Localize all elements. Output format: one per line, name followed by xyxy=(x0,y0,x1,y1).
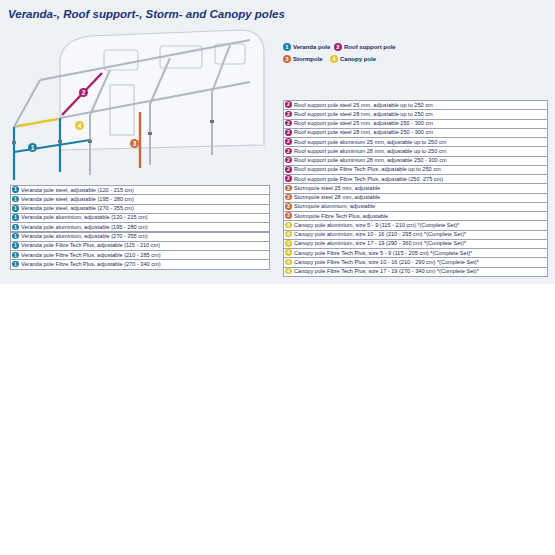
row-number: 4 xyxy=(285,231,292,238)
row-number: 2 xyxy=(285,175,292,182)
row-number: 1 xyxy=(12,205,19,212)
row-number: 1 xyxy=(12,224,19,231)
callout-number: 3 xyxy=(130,139,139,148)
legend-text: Canopy pole xyxy=(340,55,376,63)
row-number: 1 xyxy=(12,233,19,240)
row-number: 2 xyxy=(285,166,292,173)
row-number: 2 xyxy=(285,111,292,118)
row-number: 2 xyxy=(285,120,292,127)
row-number: 3 xyxy=(285,203,292,210)
legend-swatch: 2 xyxy=(334,43,342,51)
legend-text: Stormpole xyxy=(293,55,323,63)
row-number: 1 xyxy=(12,242,19,249)
row-number: 2 xyxy=(285,138,292,145)
row-number: 2 xyxy=(285,129,292,136)
callout-number: 1 xyxy=(28,143,37,152)
row-number: 3 xyxy=(285,185,292,192)
callout-number: 2 xyxy=(79,88,88,97)
row-number: 2 xyxy=(285,148,292,155)
table-cell: Canopy pole Fibre Tech Plus, size 17 - 1… xyxy=(294,267,479,276)
row-number: 3 xyxy=(285,212,292,219)
legend-text: Veranda pole xyxy=(293,43,330,51)
callout-number: 4 xyxy=(75,121,84,130)
legend-text: Roof support pole xyxy=(344,43,396,51)
legend-swatch: 1 xyxy=(283,43,291,51)
row-number: 4 xyxy=(285,259,292,266)
row-number: 4 xyxy=(285,240,292,247)
row-number: 1 xyxy=(12,252,19,259)
legend-swatch: 3 xyxy=(283,55,291,63)
row-number: 3 xyxy=(285,194,292,201)
table-cell: Veranda pole Fibre Tech Plus, adjustable… xyxy=(21,260,161,269)
row-number: 2 xyxy=(285,157,292,164)
row-number: 1 xyxy=(12,261,19,268)
row-number: 1 xyxy=(12,214,19,221)
row-number: 4 xyxy=(285,249,292,256)
diagram-title: Veranda-, Roof support-, Storm- and Cano… xyxy=(8,8,285,20)
row-number: 1 xyxy=(12,186,19,193)
row-number: 4 xyxy=(285,222,292,229)
row-number: 4 xyxy=(285,268,292,275)
legend-swatch: 4 xyxy=(330,55,338,63)
row-number: 1 xyxy=(12,196,19,203)
row-number: 2 xyxy=(285,101,292,108)
